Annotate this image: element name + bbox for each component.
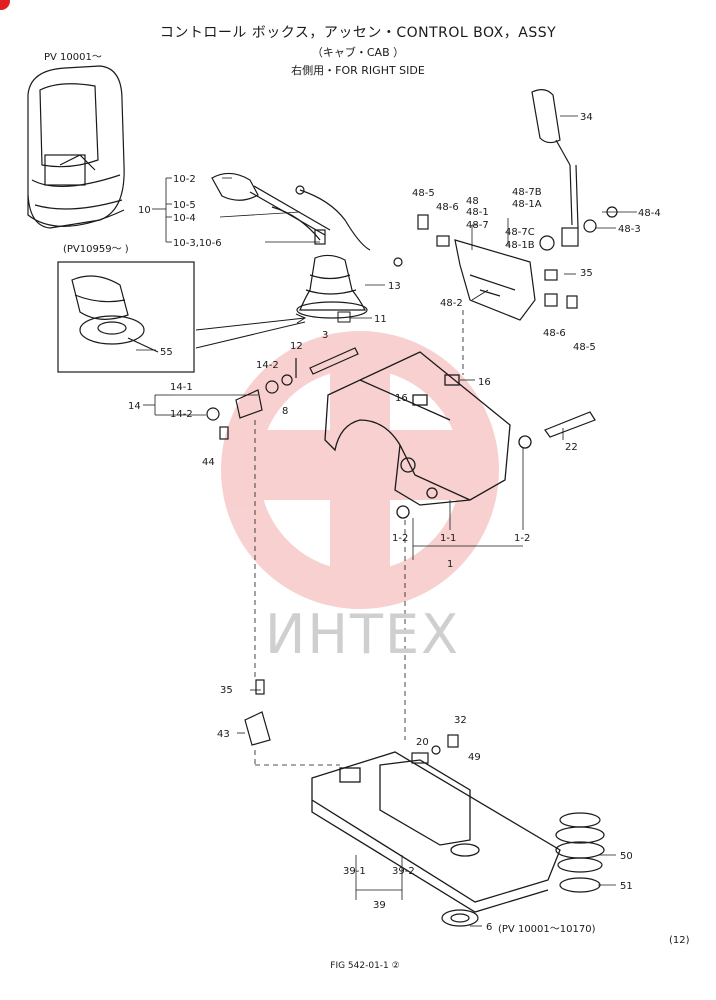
label-48-3: 48-3 — [618, 224, 641, 235]
label-22: 22 — [565, 442, 578, 453]
serial-top: PV 10001〜 — [44, 52, 102, 63]
small-parts — [206, 347, 596, 440]
inset-arrows — [195, 313, 307, 349]
label-48-1: 48-1 — [466, 207, 489, 218]
diagram-side-note: 右側用・FOR RIGHT SIDE — [291, 64, 425, 77]
label-48-1b: 48-1B — [505, 240, 535, 251]
label-48-7: 48-7 — [466, 220, 489, 231]
label-11: 11 — [374, 314, 387, 325]
title-block: コントロール ボックス，アッセン・CONTROL BOX，ASSY （キャブ・C… — [0, 22, 716, 78]
label-32: 32 — [454, 715, 467, 726]
rubber-boot — [296, 254, 368, 319]
label-35b: 35 — [220, 685, 233, 696]
label-3: 3 — [322, 330, 328, 341]
bottom-small-parts — [244, 679, 479, 927]
diagram-title: コントロール ボックス，アッセン・CONTROL BOX，ASSY — [159, 25, 557, 41]
page-number: (12) — [669, 935, 690, 946]
diagram-subtitle: （キャブ・CAB ） — [311, 46, 405, 59]
label-1-1: 1-1 — [440, 533, 456, 544]
label-8: 8 — [282, 406, 288, 417]
callout-labels: 34 48-5 48-6 48 48-1 48-7 48-7B 48-1A 48… — [128, 112, 661, 933]
label-39: 39 — [373, 900, 386, 911]
label-14-2a: 14-2 — [256, 360, 279, 371]
corner-mark — [0, 0, 10, 10]
label-48-7b: 48-7B — [512, 187, 542, 198]
control-box-frame — [324, 351, 532, 519]
label-14: 14 — [128, 401, 141, 412]
label-44: 44 — [202, 457, 215, 468]
label-16b: 16 — [395, 393, 408, 404]
label-12: 12 — [290, 341, 303, 352]
base-plate — [311, 751, 561, 913]
label-39-2: 39-2 — [392, 866, 415, 877]
label-34: 34 — [580, 112, 593, 123]
watermark-emblem — [221, 331, 499, 609]
label-50: 50 — [620, 851, 633, 862]
label-48: 48 — [466, 196, 479, 207]
label-10-3: 10-3,10-6 — [173, 238, 222, 249]
label-6: 6 — [486, 922, 492, 933]
label-39-1: 39-1 — [343, 866, 366, 877]
label-1: 1 — [447, 559, 453, 570]
label-48-1a: 48-1A — [512, 199, 542, 210]
label-14-2b: 14-2 — [170, 409, 193, 420]
label-48-6a: 48-6 — [436, 202, 459, 213]
label-48-5b: 48-5 — [573, 342, 596, 353]
label-14-1: 14-1 — [170, 382, 193, 393]
label-48-6b: 48-6 — [543, 328, 566, 339]
label-48-5a: 48-5 — [412, 188, 435, 199]
label-48-2: 48-2 — [440, 298, 463, 309]
label-10-4: 10-4 — [173, 213, 196, 224]
label-13: 13 — [388, 281, 401, 292]
label-48-4: 48-4 — [638, 208, 661, 219]
label-49: 49 — [468, 752, 481, 763]
nut-11 — [337, 311, 351, 323]
label-35a: 35 — [580, 268, 593, 279]
control-lever — [531, 89, 579, 247]
label-10-5: 10-5 — [173, 200, 196, 211]
label-10-2: 10-2 — [173, 174, 196, 185]
label-1-2b: 1-2 — [514, 533, 530, 544]
figure-caption: FIG 542-01-1 ② — [330, 961, 400, 971]
label-48-7c: 48-7C — [505, 227, 535, 238]
watermark-text: ИНТЕХ — [265, 603, 461, 666]
leader-lines — [136, 115, 637, 927]
inset-box — [57, 261, 195, 373]
bellows — [555, 812, 605, 893]
label-55: 55 — [160, 347, 173, 358]
guide-lines — [254, 310, 464, 766]
cab-illustration — [27, 65, 125, 229]
label-16a: 16 — [478, 377, 491, 388]
knob-assembly — [211, 172, 403, 267]
label-10: 10 — [138, 205, 151, 216]
note-part-6: (PV 10001〜10170) — [498, 924, 596, 935]
serial-inset: (PV10959〜 ) — [63, 244, 129, 255]
label-51: 51 — [620, 881, 633, 892]
label-43: 43 — [217, 729, 230, 740]
label-20: 20 — [416, 737, 429, 748]
label-1-2a: 1-2 — [392, 533, 408, 544]
